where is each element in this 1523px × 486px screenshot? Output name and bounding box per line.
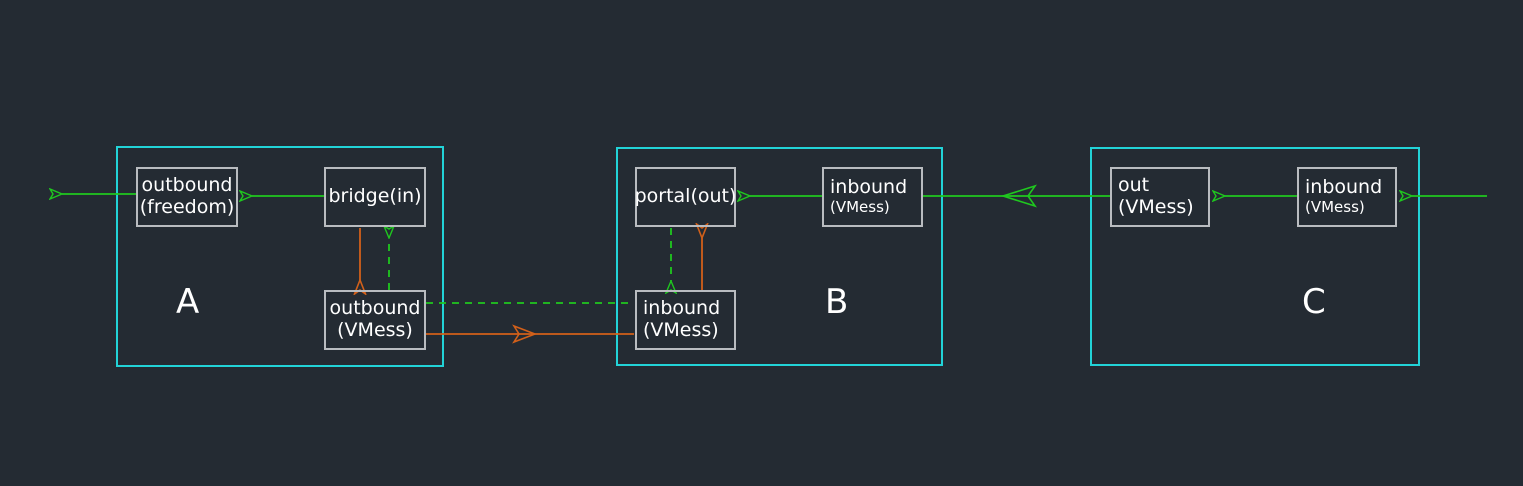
node-c-inbound-vmess-line1: inbound <box>1305 176 1383 199</box>
node-c-out-vmess[interactable]: out (VMess) <box>1110 167 1210 227</box>
zone-a-label: A <box>176 282 200 322</box>
node-outbound-vmess-line2: (VMess) <box>337 319 413 341</box>
node-outbound-vmess[interactable]: outbound (VMess) <box>324 290 426 350</box>
node-b-inbound-vmess-right-line2: (VMess) <box>830 198 890 217</box>
node-b-inbound-vmess-line1: inbound <box>643 297 721 320</box>
node-c-out-vmess-line2: (VMess) <box>1118 196 1194 218</box>
node-bridge-in-label: bridge(in) <box>328 185 422 208</box>
node-portal-out-label: portal(out) <box>634 185 737 208</box>
node-outbound-freedom-line2: (freedom) <box>139 196 235 218</box>
node-outbound-vmess-line1: outbound <box>329 297 421 320</box>
node-c-out-vmess-line1: out <box>1118 174 1150 197</box>
node-bridge-in[interactable]: bridge(in) <box>324 167 426 227</box>
node-c-inbound-vmess[interactable]: inbound (VMess) <box>1297 167 1397 227</box>
node-b-inbound-vmess-right-line1: inbound <box>830 176 908 199</box>
edge-a-vmess-to-b-vmess-solid <box>426 324 634 344</box>
zone-c-label: C <box>1302 282 1326 322</box>
node-b-inbound-vmess-right[interactable]: inbound (VMess) <box>822 167 923 227</box>
node-b-inbound-vmess[interactable]: inbound (VMess) <box>635 290 736 350</box>
node-outbound-freedom[interactable]: outbound (freedom) <box>136 167 238 227</box>
zone-c <box>1090 147 1420 366</box>
node-portal-out[interactable]: portal(out) <box>635 167 736 227</box>
zone-b <box>616 147 943 366</box>
zone-b-label: B <box>825 282 849 322</box>
node-c-inbound-vmess-line2: (VMess) <box>1305 198 1365 217</box>
node-b-inbound-vmess-line2: (VMess) <box>643 319 719 341</box>
node-outbound-freedom-line1: outbound <box>141 174 233 197</box>
zone-a <box>116 146 444 367</box>
edge-c-out-to-b-inbound <box>923 184 1110 208</box>
